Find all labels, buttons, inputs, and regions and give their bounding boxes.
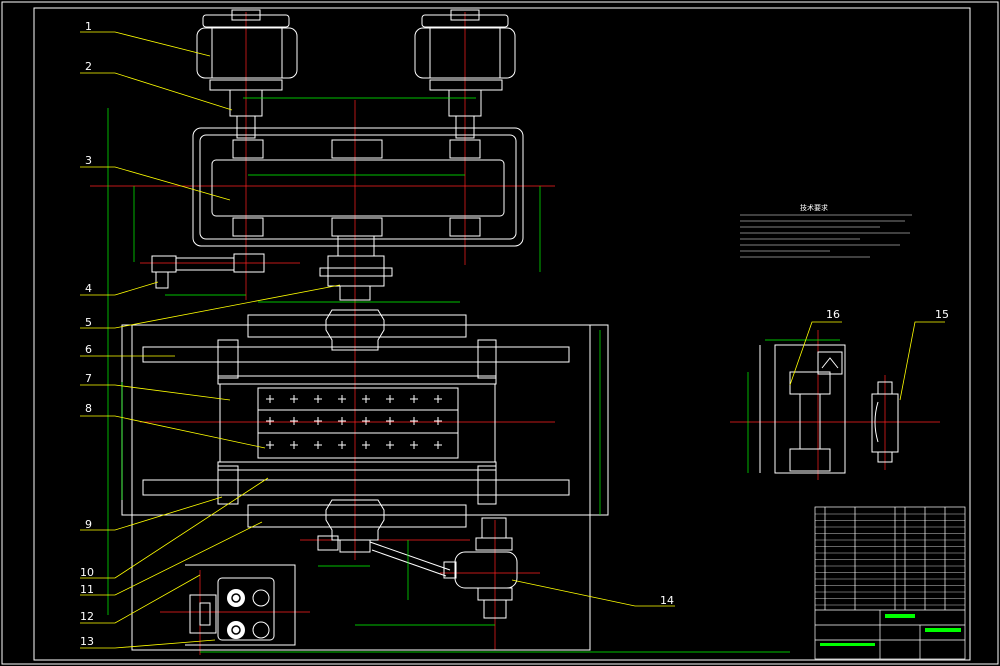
centerlines xyxy=(90,12,940,655)
part-label-12: 12 xyxy=(80,610,94,623)
part-label-5: 5 xyxy=(85,316,92,329)
tech-notes-lines xyxy=(740,214,912,258)
control-knobs xyxy=(227,589,245,639)
control-knobs-outline xyxy=(252,589,270,639)
tech-notes-title: 技术要求 xyxy=(800,203,828,212)
part-label-2: 2 xyxy=(85,60,92,73)
part-label-3: 3 xyxy=(85,154,92,167)
leader-lines xyxy=(80,31,945,649)
part-label-16: 16 xyxy=(826,308,840,321)
roller-marks xyxy=(266,395,442,449)
side-view-16 xyxy=(759,344,846,474)
motor-right xyxy=(414,9,516,139)
tech-notes: 技术要求 xyxy=(740,203,912,258)
part-label-8: 8 xyxy=(85,402,92,415)
control-knob-marks xyxy=(231,593,241,635)
part-label-4: 4 xyxy=(85,282,92,295)
title-block-green xyxy=(820,614,961,646)
part-label-9: 9 xyxy=(85,518,92,531)
title-block xyxy=(814,506,966,660)
title-block-rows xyxy=(815,513,965,606)
part-label-6: 6 xyxy=(85,343,92,356)
hand-crank xyxy=(151,253,265,289)
part-label-13: 13 xyxy=(80,635,94,648)
base-plate xyxy=(131,324,591,651)
motor-left xyxy=(196,9,298,139)
part-label-14: 14 xyxy=(660,594,674,607)
part-label-11: 11 xyxy=(80,583,94,596)
part-label-1: 1 xyxy=(85,20,92,33)
worm-motor xyxy=(369,517,518,619)
part-label-7: 7 xyxy=(85,372,92,385)
part-label-10: 10 xyxy=(80,566,94,579)
upper-shaft xyxy=(247,309,467,351)
dimension-lines xyxy=(107,97,840,653)
side-view-15 xyxy=(871,381,899,463)
inner-border xyxy=(33,7,971,661)
lower-shaft xyxy=(247,499,467,553)
frame-rails xyxy=(121,324,609,516)
part-label-15: 15 xyxy=(935,308,949,321)
gearbox xyxy=(192,127,524,301)
